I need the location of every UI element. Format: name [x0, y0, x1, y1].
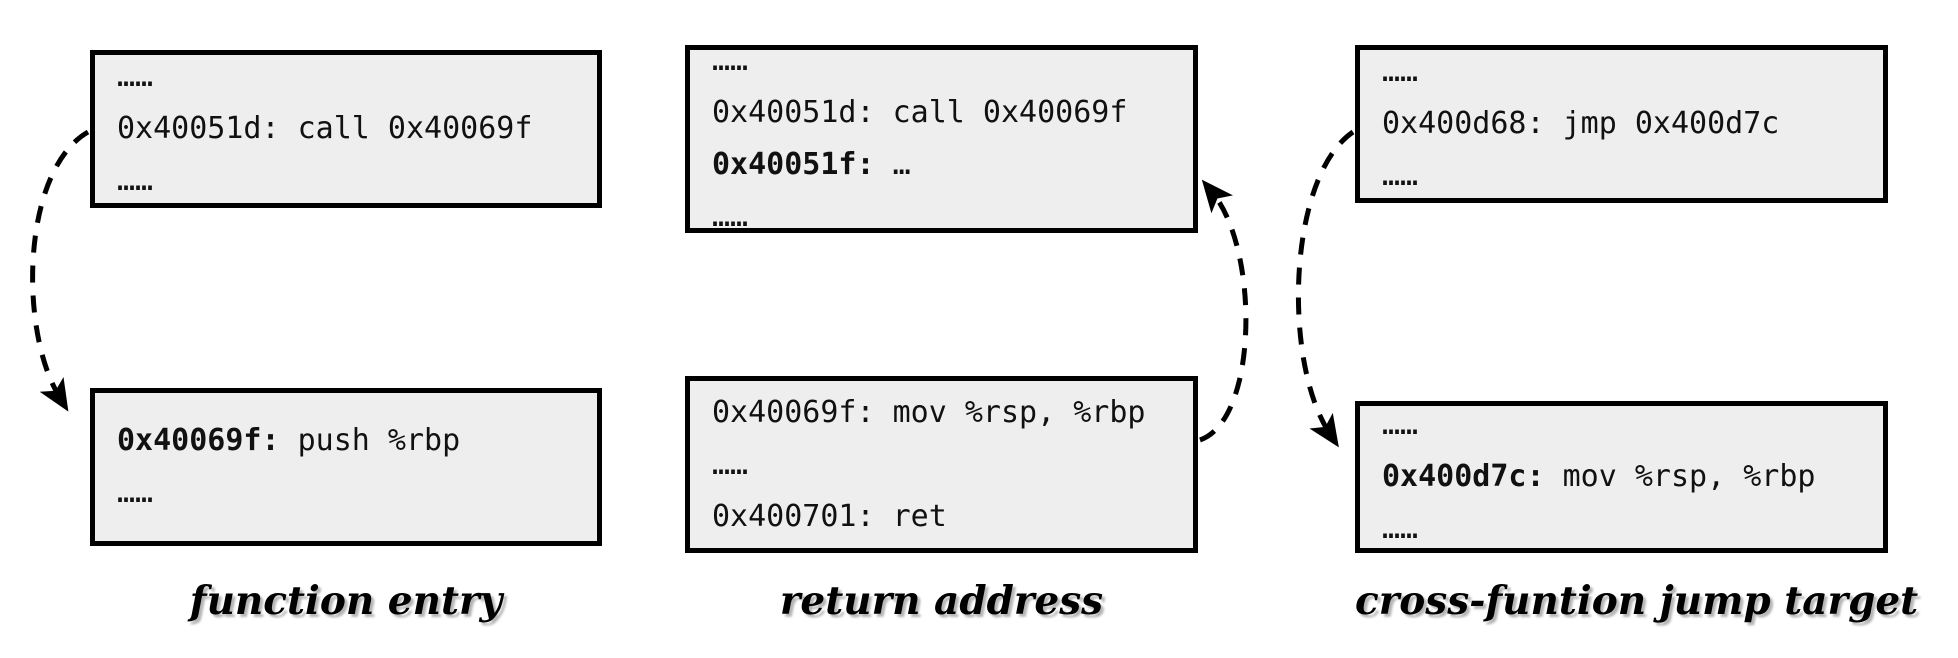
code-line: ……	[1382, 407, 1419, 442]
code-box-jump-source: …… 0x400d68: jmp 0x400d7c ……	[1355, 45, 1888, 203]
code-line: 0x40069f: mov %rsp, %rbp	[712, 394, 1146, 430]
code-instruction: push %rbp	[279, 423, 461, 458]
code-address: 0x40051f:	[712, 147, 875, 182]
code-address: 0x40069f:	[117, 423, 280, 458]
code-line: ……	[117, 163, 154, 198]
code-line: 0x40051d: call 0x40069f	[712, 95, 1128, 130]
code-line: ……	[117, 475, 154, 510]
caption-return-address: return address	[779, 578, 1104, 624]
call-to-function-entry-arrow	[30, 129, 90, 412]
code-line: ……	[1382, 158, 1419, 193]
code-line: ……	[1382, 511, 1419, 546]
code-box-return-address-callee: 0x40069f: mov %rsp, %rbp …… 0x400701: re…	[685, 376, 1198, 553]
code-address: 0x400d7c:	[1382, 459, 1545, 494]
code-line: ……	[712, 199, 749, 234]
code-box-function-entry-caller: …… 0x40051d: call 0x40069f ……	[90, 50, 602, 208]
code-instruction: mov %rsp, %rbp	[1544, 459, 1816, 494]
code-line: ……	[1382, 54, 1419, 89]
code-line: 0x40069f: push %rbp	[117, 415, 575, 467]
code-line: ……	[712, 43, 749, 78]
code-instruction: …	[874, 147, 911, 182]
caption-cross-function-jump-target: cross-funtion jump target	[1355, 578, 1919, 624]
code-line: ……	[712, 446, 749, 482]
jmp-to-jump-target-arrow	[1295, 129, 1355, 448]
code-line: 0x40051f: …	[712, 139, 1171, 191]
code-line: ……	[117, 59, 154, 94]
caption-function-entry: function entry	[189, 578, 503, 624]
code-box-function-entry-target: 0x40069f: push %rbp ……	[90, 388, 602, 546]
code-line: 0x400d7c: mov %rsp, %rbp	[1382, 451, 1861, 503]
code-box-jump-target: …… 0x400d7c: mov %rsp, %rbp ……	[1355, 401, 1888, 553]
code-line: 0x400d68: jmp 0x400d7c	[1382, 106, 1780, 141]
code-line: 0x400701: ret	[712, 498, 947, 534]
code-line: 0x40051d: call 0x40069f	[117, 111, 533, 146]
code-box-return-address-caller: …… 0x40051d: call 0x40069f 0x40051f: … ……	[685, 43, 1198, 234]
ret-to-return-address-arrow	[1199, 179, 1249, 443]
